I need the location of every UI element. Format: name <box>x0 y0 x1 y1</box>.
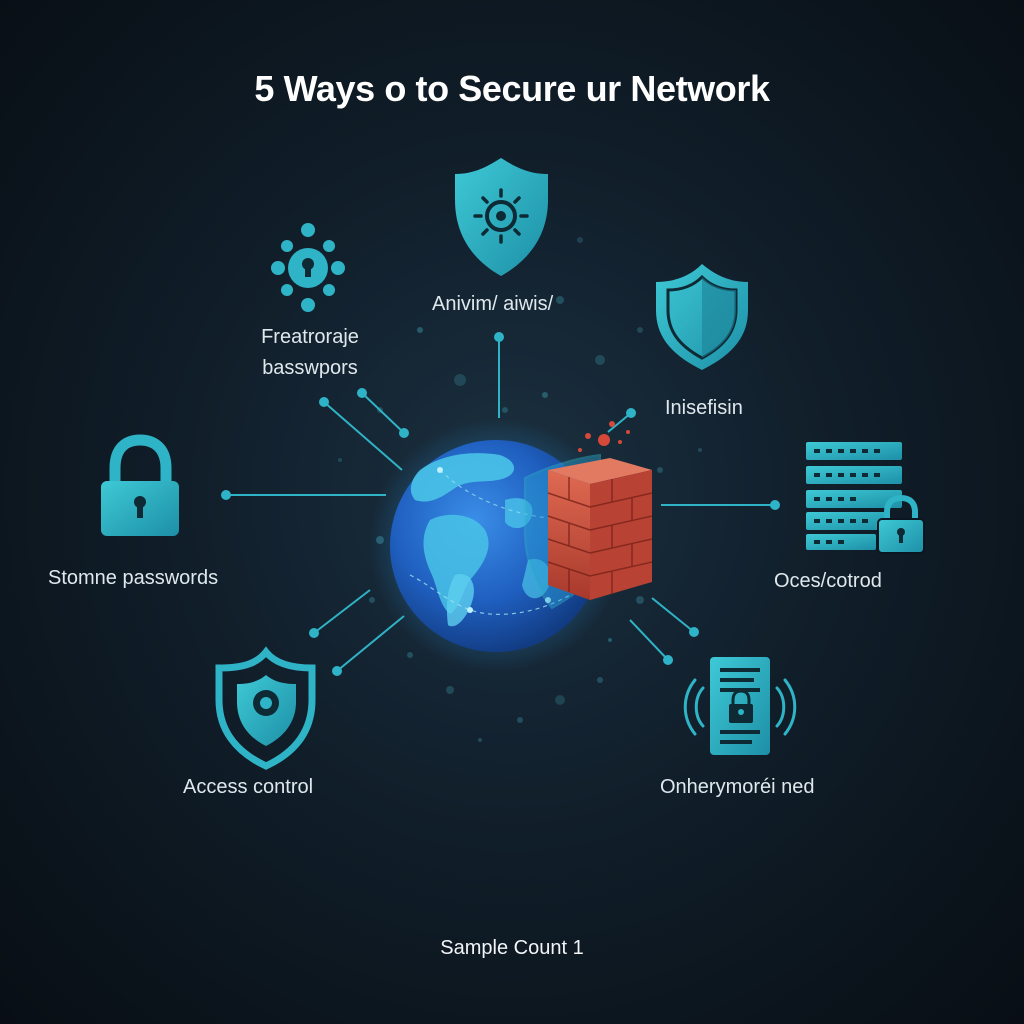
connector-access-control-b <box>332 615 405 676</box>
label-encryption: Onherymoréi ned <box>660 776 815 798</box>
connector-encryption-b <box>629 619 673 665</box>
connector-antivirus <box>494 332 504 418</box>
connector-server <box>661 500 780 510</box>
label-strong-passwords: Stomne passwords <box>48 567 219 589</box>
page-title: 5 Ways o to Secure ur Network <box>254 68 770 109</box>
shield-virus-icon <box>455 158 548 276</box>
connector-passwords-b <box>357 388 409 438</box>
label-passwords: Freatroraje basswpors <box>240 322 380 384</box>
label-antivirus: Anivim/ aiwis/ <box>432 293 554 315</box>
footer-sample-count: Sample Count 1 <box>440 937 584 959</box>
connector-encryption-a <box>651 597 699 637</box>
padlock-icon <box>101 434 179 536</box>
server-lock-icon <box>806 442 925 554</box>
connector-passwords-a <box>319 397 403 471</box>
connector-strong-passwords <box>221 490 386 500</box>
connector-firewall <box>607 408 636 433</box>
label-firewall: Inisefisin <box>665 397 743 419</box>
connector-lines <box>221 332 780 676</box>
label-access-control: Access control <box>183 776 314 798</box>
connector-access-control-a <box>309 589 371 638</box>
shield-icon <box>656 264 748 370</box>
firewall-brick-icon <box>524 421 653 610</box>
shield-keyhole-icon <box>215 646 316 770</box>
label-passwords-line-2: basswpors <box>262 357 358 379</box>
document-lock-icon <box>683 657 797 755</box>
keyhole-network-icon <box>271 223 345 312</box>
label-passwords-line-1: Freatroraje <box>261 326 359 348</box>
label-server-access: Oces/cotrod <box>774 570 882 592</box>
